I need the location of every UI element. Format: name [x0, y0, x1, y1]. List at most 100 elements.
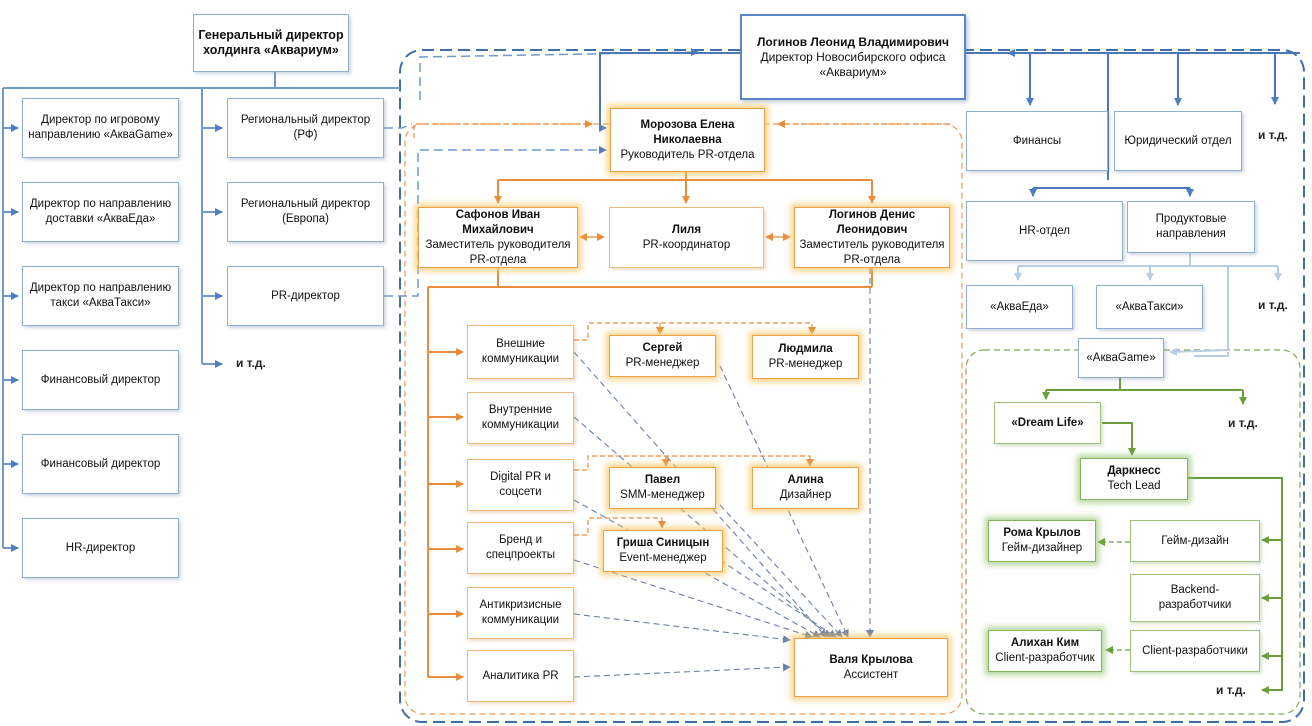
- office-products-label: Продуктовые направления: [1155, 213, 1227, 240]
- pr-grisha-title: Event-менеджер: [619, 552, 707, 564]
- left-director-5: Финансовый директор: [22, 434, 179, 494]
- regional-director-rf: Региональный директор (РФ): [227, 98, 384, 158]
- pr-function-2-label: Внутренние коммуникации: [481, 404, 560, 431]
- pr-lyudmila-box: Людмила PR-менеджер: [752, 335, 859, 379]
- left-director-4-label: Финансовый директор: [40, 373, 161, 386]
- game-alikhan-name: Алихан Ким: [1010, 637, 1080, 649]
- pr-sergey-title: PR-менеджер: [625, 357, 700, 369]
- left-director-1: Директор по игровому направлению «АкваGa…: [22, 98, 179, 158]
- game-backend-label: Backend-разработчики: [1158, 584, 1232, 611]
- product-akva-taxi: «АкваТакси»: [1096, 285, 1203, 329]
- left-director-3-label: Директор по направлению такси «АкваТакси…: [29, 282, 172, 309]
- office-hr: HR-отдел: [966, 201, 1123, 261]
- products-etc: и т.д.: [1258, 298, 1288, 312]
- game-client-label: Client-разработчики: [1142, 644, 1248, 657]
- office-products: Продуктовые направления: [1127, 201, 1255, 253]
- pr-head-box: Морозова Елена Николаевна Руководитель P…: [610, 108, 765, 172]
- regional-director-europe-label: Региональный директор (Европа): [240, 198, 371, 225]
- pr-alina-box: Алина Дизайнер: [752, 467, 859, 509]
- pr-function-4: Бренд и спецпроекты: [467, 522, 574, 574]
- office-legal: Юридический отдел: [1114, 111, 1242, 171]
- holding-ceo-box: Генеральный директор холдинга «Аквариум»: [193, 14, 349, 72]
- office-director-box: Логинов Леонид Владимирович Директор Нов…: [740, 14, 966, 100]
- pr-director: PR-директор: [227, 266, 384, 326]
- game-alikhan-box: Алихан Ким Client-разработчик: [988, 630, 1102, 672]
- pr-head-title: Руководитель PR-отдела: [620, 148, 755, 161]
- pr-function-5-label: Антикризисные коммуникации: [479, 599, 562, 626]
- pr-lyudmila-name: Людмила: [778, 343, 833, 355]
- office-director-title: Директор Новосибирского офиса «Аквариум»: [760, 49, 946, 79]
- game-etc-bottom: и т.д.: [1216, 683, 1246, 697]
- game-roma-title: Гейм-дизайнер: [1001, 542, 1083, 554]
- left-director-6-label: HR-директор: [65, 541, 136, 554]
- pr-deputy-2-title: Заместитель руководителя PR-отдела: [799, 238, 945, 266]
- game-dream-life: «Dream Life»: [994, 402, 1101, 444]
- pr-deputy-2-box: Логинов Денис Леонидович Заместитель рук…: [794, 207, 950, 268]
- pr-grisha-box: Гриша Синицын Event-менеджер: [603, 530, 723, 572]
- game-darkness-box: Даркнесс Tech Lead: [1080, 458, 1188, 500]
- office-finance-label: Финансы: [1012, 134, 1062, 147]
- pr-function-2: Внутренние коммуникации: [467, 392, 574, 444]
- pr-valya-box: Валя Крылова Ассистент: [794, 638, 948, 697]
- pr-pavel-title: SMM-менеджер: [620, 489, 705, 501]
- office-director-name: Логинов Леонид Владимирович: [756, 34, 949, 49]
- game-dream-life-label: «Dream Life»: [1011, 416, 1084, 429]
- pr-grisha-name: Гриша Синицын: [616, 537, 710, 549]
- left-director-2-label: Директор по направлению доставки «АкваЕд…: [29, 198, 172, 225]
- office-hr-label: HR-отдел: [1019, 224, 1070, 237]
- pr-valya-title: Ассистент: [843, 668, 899, 681]
- left-director-3: Директор по направлению такси «АкваТакси…: [22, 266, 179, 326]
- game-etc: и т.д.: [1228, 416, 1258, 430]
- pr-alina-title: Дизайнер: [779, 489, 832, 501]
- regional-director-rf-label: Региональный директор (РФ): [240, 114, 371, 141]
- pr-function-6-label: Аналитика PR: [482, 669, 559, 682]
- game-roma-name: Рома Крылов: [1003, 527, 1081, 539]
- pr-alina-name: Алина: [787, 474, 824, 486]
- game-design-box: Гейм-дизайн: [1130, 520, 1260, 562]
- pr-function-3-label: Digital PR и соцсети: [490, 471, 551, 498]
- pr-sergey-name: Сергей: [642, 342, 683, 354]
- pr-sergey-box: Сергей PR-менеджер: [609, 335, 716, 377]
- office-etc-top: и т.д.: [1258, 128, 1288, 142]
- pr-deputy-1-title: Заместитель руководителя PR-отдела: [425, 238, 571, 266]
- holding-ceo-label: Генеральный директор холдинга «Аквариум»: [198, 28, 344, 57]
- game-design-label: Гейм-дизайн: [1161, 534, 1229, 547]
- left-director-6: HR-директор: [22, 518, 179, 578]
- product-akva-eda-label: «АкваЕда»: [990, 300, 1049, 313]
- pr-deputy-1-box: Сафонов Иван Михайлович Заместитель руко…: [418, 207, 578, 268]
- game-akva-game-label: «АкваGame»: [1086, 351, 1156, 364]
- office-legal-label: Юридический отдел: [1124, 134, 1232, 147]
- pr-pavel-name: Павел: [644, 474, 681, 486]
- game-darkness-title: Tech Lead: [1107, 480, 1161, 492]
- holding-etc: и т.д.: [236, 356, 266, 370]
- pr-valya-name: Валя Крылова: [829, 653, 913, 666]
- left-director-5-label: Финансовый директор: [40, 457, 161, 470]
- left-director-1-label: Директор по игровому направлению «АкваGa…: [28, 114, 173, 141]
- regional-director-europe: Региональный директор (Европа): [227, 182, 384, 242]
- game-client-box: Client-разработчики: [1130, 630, 1260, 672]
- game-roma-box: Рома Крылов Гейм-дизайнер: [988, 520, 1096, 562]
- product-akva-eda: «АкваЕда»: [966, 285, 1073, 329]
- pr-coordinator-box: Лиля PR-координатор: [609, 207, 764, 268]
- pr-function-4-label: Бренд и спецпроекты: [485, 534, 556, 561]
- left-director-2: Директор по направлению доставки «АкваЕд…: [22, 182, 179, 242]
- pr-function-6: Аналитика PR: [467, 650, 574, 702]
- pr-pavel-box: Павел SMM-менеджер: [609, 467, 716, 509]
- office-finance: Финансы: [966, 111, 1108, 171]
- pr-head-name: Морозова Елена Николаевна: [640, 118, 735, 146]
- pr-function-1: Внешние коммуникации: [467, 325, 574, 379]
- pr-deputy-2-name: Логинов Денис Леонидович: [828, 208, 916, 236]
- pr-function-5: Антикризисные коммуникации: [467, 587, 574, 639]
- game-darkness-name: Даркнесс: [1107, 465, 1161, 477]
- pr-function-1-label: Внешние коммуникации: [481, 338, 560, 365]
- pr-function-3: Digital PR и соцсети: [467, 459, 574, 511]
- pr-coordinator-name: Лиля: [671, 223, 702, 236]
- pr-coordinator-title: PR-координатор: [642, 238, 731, 251]
- left-director-4: Финансовый директор: [22, 350, 179, 410]
- game-alikhan-title: Client-разработчик: [995, 652, 1095, 664]
- game-backend-box: Backend-разработчики: [1130, 574, 1260, 622]
- pr-deputy-1-name: Сафонов Иван Михайлович: [455, 208, 541, 236]
- product-akva-taxi-label: «АкваТакси»: [1115, 300, 1184, 313]
- pr-director-label: PR-директор: [271, 289, 340, 302]
